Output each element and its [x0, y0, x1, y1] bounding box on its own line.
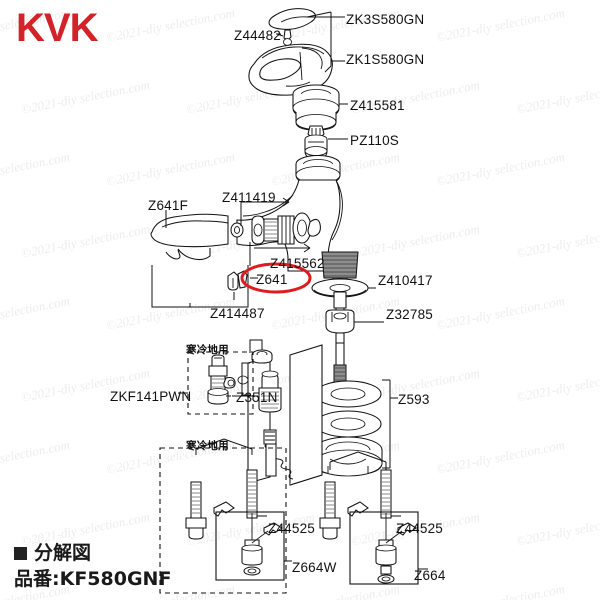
cold-region-box-bottom	[159, 438, 287, 594]
part-lever-z641f	[150, 213, 229, 261]
model-number-row: 品番:KF580GNF	[14, 566, 171, 592]
footer-block: 分解図 品番:KF580GNF	[14, 540, 171, 592]
part-collar-z415581	[292, 84, 340, 131]
part-handle-cap	[268, 8, 317, 46]
callout-pz110s: PZ110S	[350, 133, 399, 148]
part-body-neck-ring	[295, 154, 341, 185]
cold-region-box-top	[187, 351, 254, 415]
callout-z415581: Z415581	[350, 98, 405, 113]
callout-z351n: Z351N	[236, 390, 278, 405]
part-lever-handle	[248, 43, 333, 96]
part-z664	[375, 513, 417, 584]
callout-z414487: Z414487	[210, 306, 265, 321]
part-clip-z32785	[325, 309, 355, 344]
callout-z32785: Z32785	[386, 307, 433, 322]
callout-z410417: Z410417	[378, 273, 433, 288]
part-bottom-right-assembly	[319, 451, 419, 585]
callout-z664: Z664	[414, 568, 446, 583]
callout-z44525a: Z44525	[268, 521, 315, 536]
label-cold-bottom: 寒冷地用	[186, 440, 229, 452]
callout-zk3s580gn: ZK3S580GN	[346, 12, 425, 27]
callout-z664w: Z664W	[292, 560, 337, 575]
leader-lines	[151, 11, 428, 570]
square-bullet-icon	[14, 546, 27, 560]
callout-z593: Z593	[398, 392, 430, 407]
part-stack-z593	[313, 380, 383, 477]
label-cold-top: 寒冷地用	[186, 344, 229, 356]
callout-z415562: Z415562	[270, 256, 325, 271]
part-washer-z411419	[230, 222, 244, 238]
diagram-label: 分解図	[34, 542, 92, 564]
part-z664w	[241, 513, 283, 576]
diagram-type-row: 分解図	[14, 540, 171, 566]
callout-zk1s580gn: ZK1S580GN	[346, 52, 425, 67]
callout-z411419: Z411419	[222, 190, 276, 205]
part-mounting-plates	[247, 344, 323, 486]
part-small-cap	[251, 349, 273, 364]
callout-z44482: Z44482	[234, 28, 281, 43]
part-cartridge-pz110s	[304, 125, 328, 160]
callout-z641: Z641	[256, 272, 288, 287]
part-zkf141pwn	[207, 354, 236, 405]
callout-zkf141pwn: ZKF141PWN	[110, 389, 192, 404]
callout-z44525b: Z44525	[396, 521, 443, 536]
kvk-logo: KVK	[16, 6, 98, 50]
model-label: 品番:KF580GNF	[14, 568, 172, 590]
callout-z641f: Z641F	[148, 198, 189, 213]
part-hose-spring	[263, 429, 294, 480]
part-z351n	[258, 370, 282, 413]
highlight-ellipse-z641	[240, 262, 312, 294]
part-valve-z415562	[251, 212, 321, 245]
